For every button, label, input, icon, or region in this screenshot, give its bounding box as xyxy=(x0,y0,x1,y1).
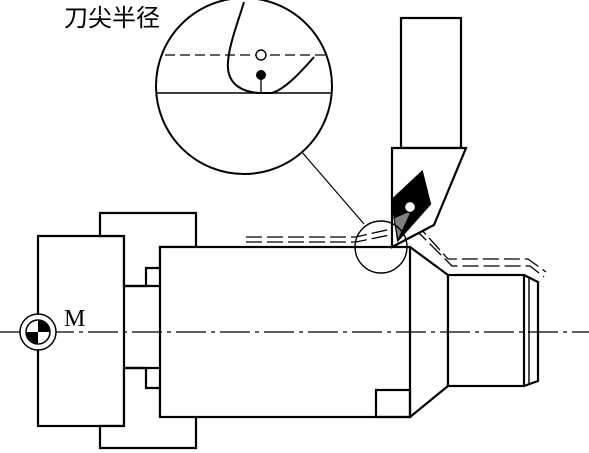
origin-marker-quadrant-bottom-left xyxy=(26,332,38,344)
tool-point-filled-dot xyxy=(256,70,266,80)
workpiece-end-chamfer xyxy=(523,274,540,388)
origin-marker-label: M xyxy=(64,306,85,332)
workpiece-neck xyxy=(446,273,526,388)
tool-insert-tip xyxy=(393,209,414,242)
origin-marker-symbol xyxy=(19,313,57,351)
tool-tip-detail-circle xyxy=(354,220,408,274)
tool-insert-screw xyxy=(403,200,417,214)
magnified-tool-nose-profile xyxy=(226,1,315,94)
nose-center-hollow-dot xyxy=(255,49,267,61)
callout-title-label: 刀尖半径 xyxy=(64,4,160,32)
cutting-tool xyxy=(390,16,468,249)
workpiece xyxy=(158,245,540,419)
origin-marker-quadrant-top-right xyxy=(38,320,50,332)
tool-shank xyxy=(399,16,463,150)
callout-leader-line xyxy=(300,150,365,225)
magnified-circle-border xyxy=(155,0,333,175)
magnified-callout xyxy=(155,0,333,175)
workpiece-corner-notch xyxy=(374,388,412,419)
